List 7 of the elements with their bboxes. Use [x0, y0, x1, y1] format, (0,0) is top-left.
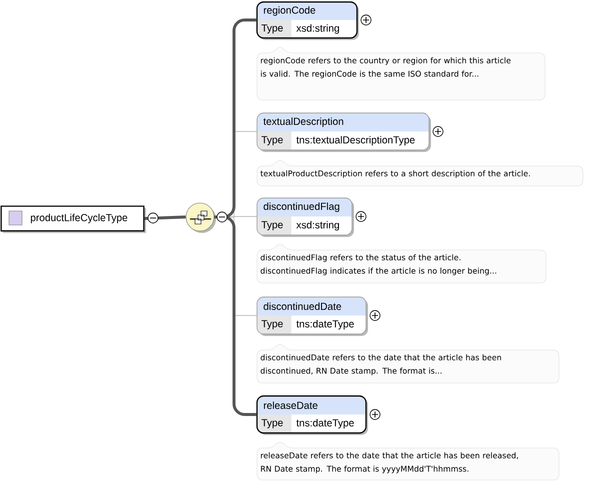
sequence-compositor	[186, 202, 216, 233]
element-box: releaseDate Type tns:dateType	[256, 395, 368, 435]
element-box: discontinuedFlag Type xsd:string	[256, 198, 354, 237]
type-box: productLifeCycleType	[0, 206, 146, 233]
element-box: discontinuedDate Type tns:dateType	[256, 296, 368, 336]
element-box: regionCode Type xsd:string	[256, 1, 359, 40]
element-box: textualDescription Type tns:textualDescriptionType	[256, 112, 431, 152]
